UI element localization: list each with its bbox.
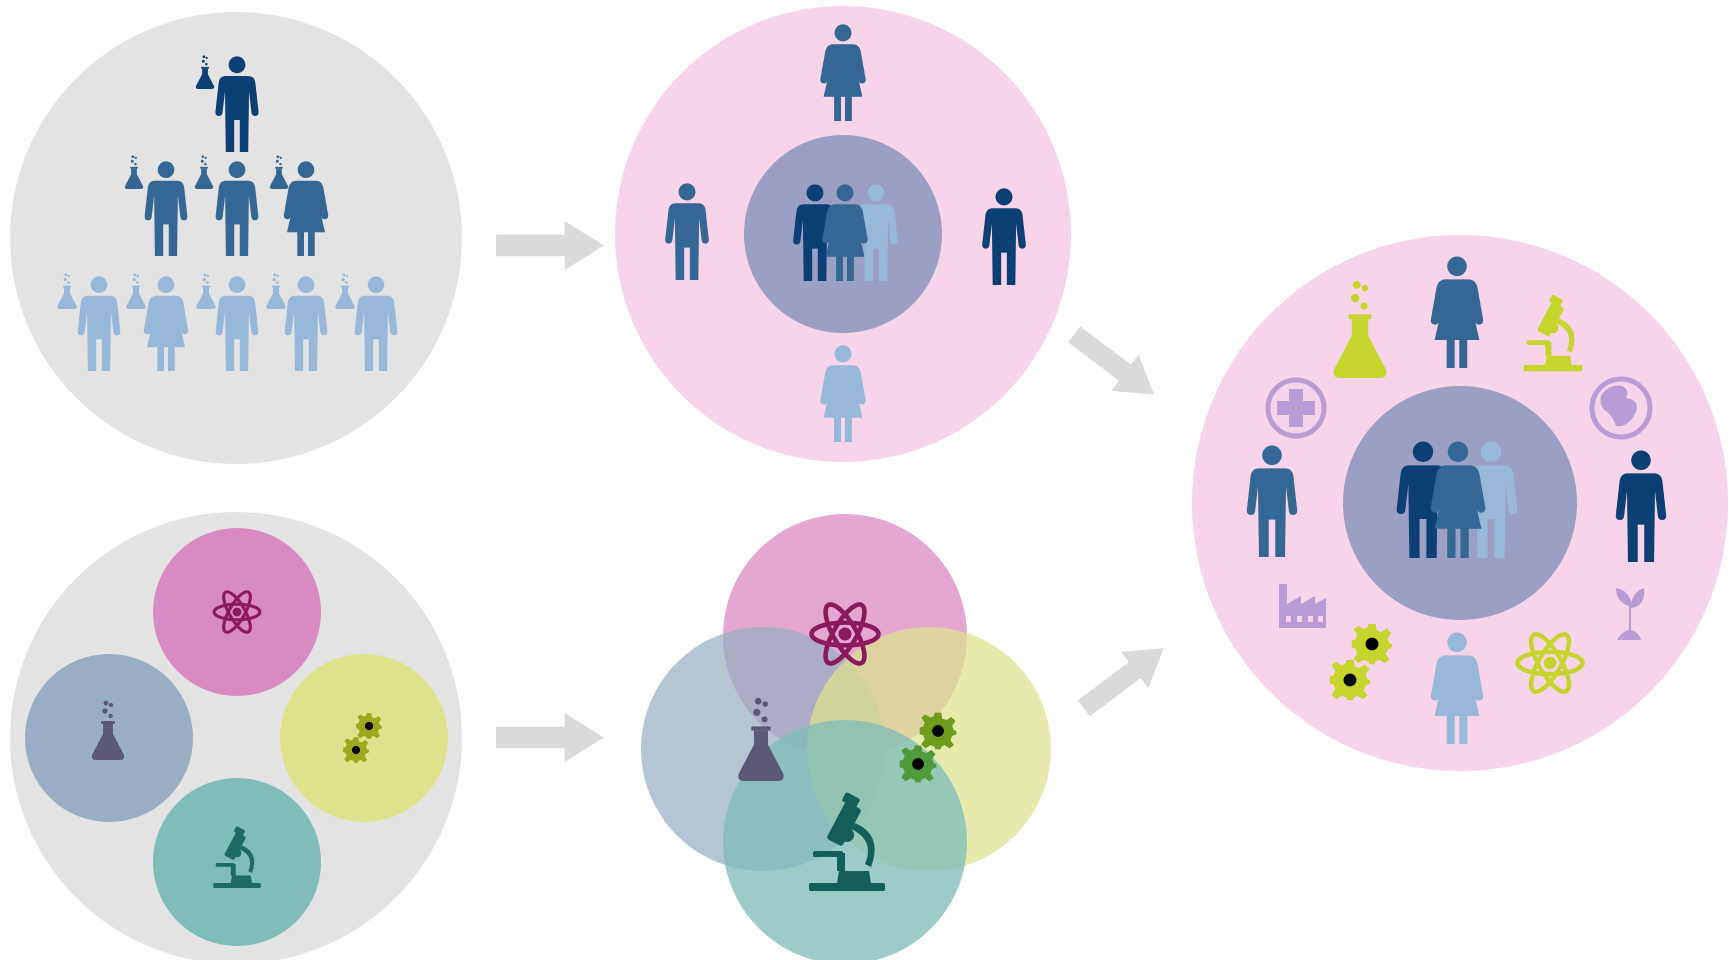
- gear-discipline: [280, 654, 448, 822]
- gear-icon: [1329, 659, 1371, 701]
- microscope-discipline: [153, 778, 321, 946]
- gear-icon: [899, 745, 937, 783]
- factory-icon: [1279, 584, 1326, 628]
- plus-cross: [1277, 389, 1315, 427]
- factory-window: [1318, 616, 1323, 622]
- disciplines-panel: [10, 512, 462, 960]
- gear-icon: [919, 712, 957, 750]
- gear-icon: [1351, 623, 1393, 665]
- plant-shape: [1616, 588, 1645, 640]
- plant-icon: [1616, 588, 1645, 640]
- factory-window: [1297, 616, 1302, 622]
- globe-icon: [1589, 376, 1653, 440]
- arrow-icon: [496, 713, 604, 762]
- arrow-icon: [1070, 630, 1178, 727]
- globe-ring: [1589, 376, 1653, 440]
- plus-ring: [1265, 377, 1327, 439]
- factory-window: [1286, 616, 1291, 622]
- arrow-icon: [496, 221, 604, 270]
- gear-icon: [356, 713, 382, 739]
- arrow-icon: [1060, 316, 1168, 413]
- gear-icon: [343, 737, 369, 763]
- hierarchy-panel: [10, 12, 462, 464]
- medical-plus-icon: [1265, 377, 1327, 439]
- globe-land: [1600, 385, 1637, 427]
- factory-window: [1308, 616, 1313, 622]
